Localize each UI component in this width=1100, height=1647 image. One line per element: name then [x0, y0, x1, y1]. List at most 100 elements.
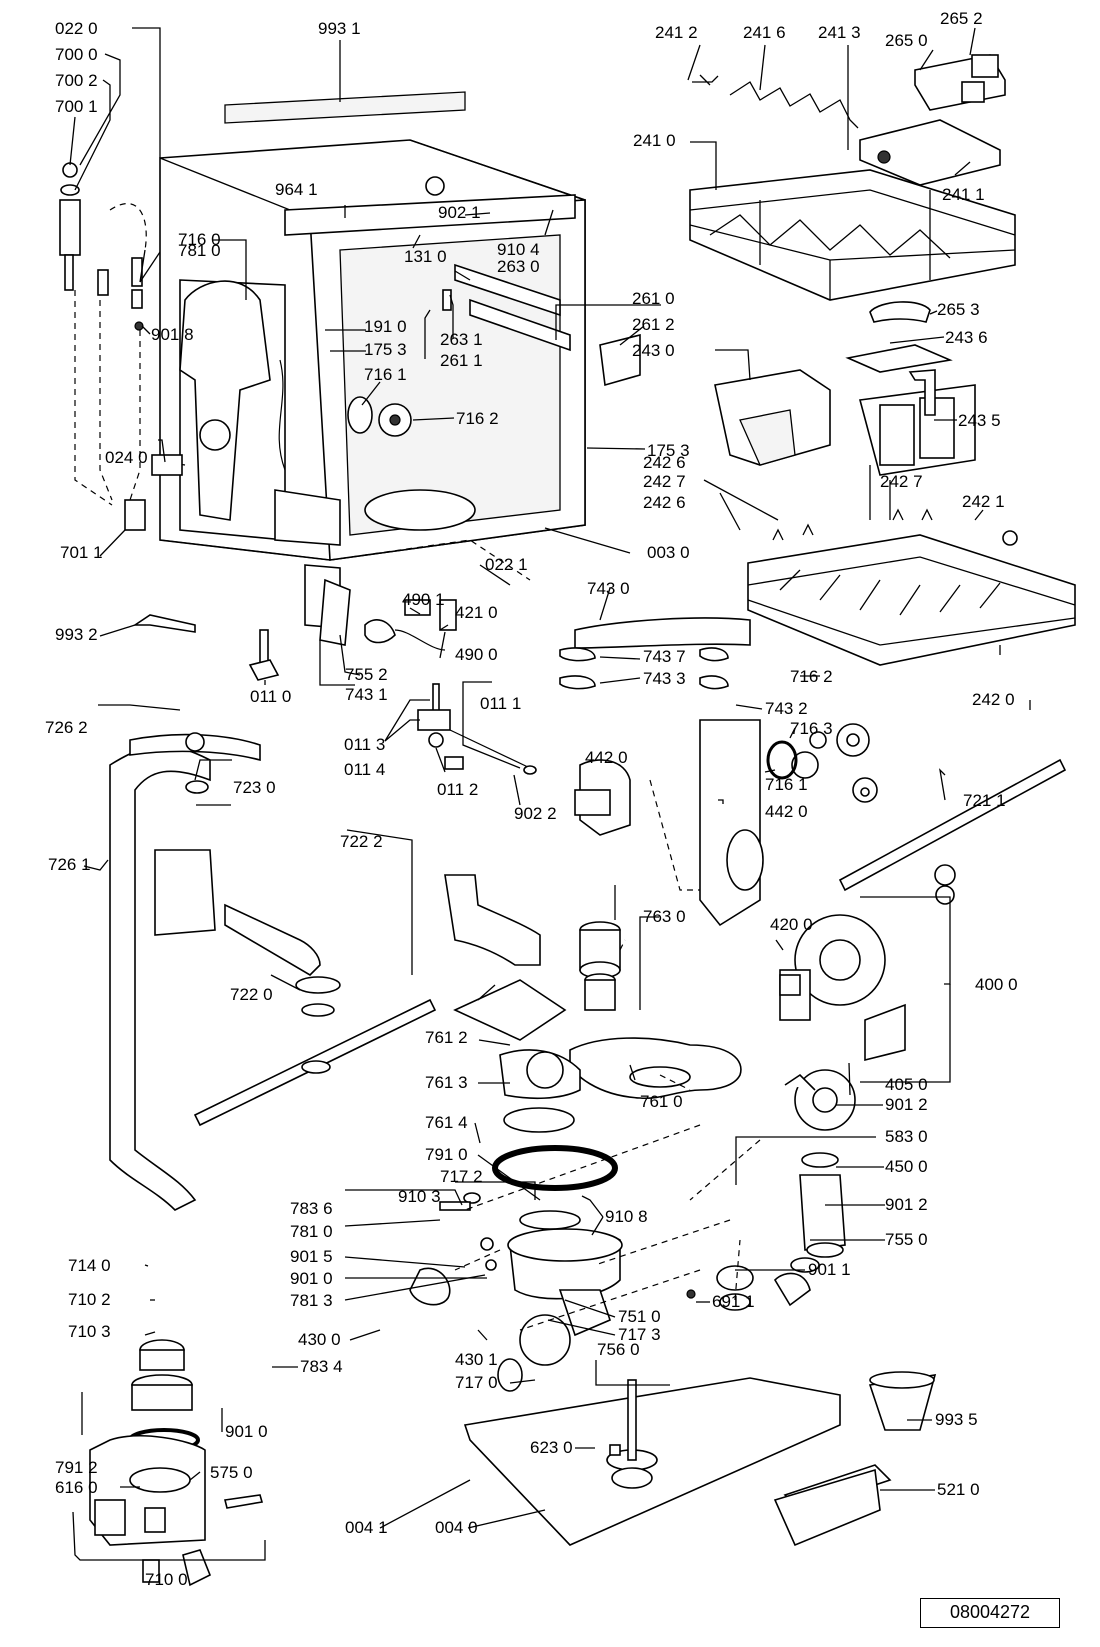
part-label: 726 2: [45, 718, 88, 737]
part-label: 265 0: [885, 31, 928, 50]
part-label: 430 1: [455, 1350, 498, 1369]
part-label: 243 5: [958, 411, 1001, 430]
part-label: 490 0: [455, 645, 498, 664]
part-label: 011 0: [250, 687, 291, 706]
part-label: 901 1: [808, 1260, 851, 1279]
part-label: 004 1: [345, 1518, 388, 1537]
part-label: 902 1: [438, 203, 481, 222]
base-plate-drawing: [59, 162, 937, 1547]
part-label: 756 0: [597, 1340, 640, 1359]
part-label: 761 0: [640, 1092, 683, 1111]
part-label: 442 0: [585, 748, 628, 767]
part-label: 743 1: [345, 685, 388, 704]
part-label: 700 1: [55, 97, 98, 116]
part-label: 726 1: [48, 855, 91, 874]
part-label: 901 5: [290, 1247, 333, 1266]
part-label: 716 1: [364, 365, 407, 384]
part-label: 910 8: [605, 1207, 648, 1226]
part-label: 701 1: [60, 543, 103, 562]
part-label: 011 2: [437, 780, 478, 799]
part-label: 993 5: [935, 1410, 978, 1429]
part-label: 175 3: [647, 441, 690, 460]
upper-basket-drawing: [689, 54, 1016, 323]
part-label: 243 6: [945, 328, 988, 347]
part-label: 011 3: [344, 735, 385, 754]
part-label: 575 0: [210, 1463, 253, 1482]
part-label: 616 0: [55, 1478, 98, 1497]
part-label: 743 2: [765, 699, 808, 718]
part-label: 242 0: [972, 690, 1015, 709]
part-label: 783 4: [300, 1357, 343, 1376]
part-label: 710 2: [68, 1290, 111, 1309]
part-label: 716 3: [790, 719, 833, 738]
part-label: 263 1: [440, 330, 483, 349]
part-label: 241 1: [942, 185, 985, 204]
part-label: 420 0: [770, 915, 813, 934]
part-label: 011 4: [344, 760, 385, 779]
part-label: 261 0: [632, 289, 675, 308]
part-label: 717 2: [440, 1167, 483, 1186]
part-label: 761 3: [425, 1073, 468, 1092]
part-label: 910 4: [497, 240, 540, 259]
part-label: 011 1: [480, 694, 521, 713]
part-label: 241 2: [655, 23, 698, 42]
filter-sump-drawing: [492, 921, 742, 1392]
part-label: 721 1: [963, 791, 1006, 810]
part-label: 700 0: [55, 45, 98, 64]
part-label: 241 6: [743, 23, 786, 42]
part-label: 265 3: [937, 300, 980, 319]
part-label: 910 3: [398, 1187, 441, 1206]
part-label: 722 0: [230, 985, 273, 1004]
part-label: 241 3: [818, 23, 861, 42]
part-label: 242 6: [643, 493, 686, 512]
part-label: 241 0: [633, 131, 676, 150]
part-label: 242 6: [643, 453, 686, 472]
lower-basket-drawing: [747, 508, 1076, 666]
part-label: 716 0: [178, 230, 221, 249]
part-label: 781 0: [290, 1222, 333, 1241]
part-label: 710 0: [145, 1570, 188, 1589]
part-label: 901 0: [225, 1422, 268, 1441]
part-label: 263 0: [497, 257, 540, 276]
pump-motor-drawing: [716, 914, 906, 1311]
dishwasher-tub-drawing: [151, 91, 641, 646]
part-label: 902 2: [514, 804, 557, 823]
part-label: 521 0: [937, 1480, 980, 1499]
part-label: 717 3: [618, 1325, 661, 1344]
part-label: 442 0: [765, 802, 808, 821]
part-label: 400 0: [975, 975, 1018, 994]
part-label: 243 0: [632, 341, 675, 360]
part-label: 791 0: [425, 1145, 468, 1164]
part-label: 022 1: [485, 555, 528, 574]
part-label: 405 0: [885, 1075, 928, 1094]
part-label: 781 0: [178, 241, 221, 260]
part-label: 743 7: [643, 647, 686, 666]
water-softener-drawing: [89, 1339, 264, 1587]
part-label: 691 1: [712, 1292, 755, 1311]
part-label: 723 0: [233, 778, 276, 797]
part-label: 450 0: [885, 1157, 928, 1176]
part-label: 583 0: [885, 1127, 928, 1146]
part-label: 623 0: [530, 1438, 573, 1457]
part-label: 763 0: [643, 907, 686, 926]
part-label: 716 2: [456, 409, 499, 428]
part-label: 716 1: [765, 775, 808, 794]
part-label: 993 1: [318, 19, 361, 38]
part-label: 490 1: [402, 590, 445, 609]
part-label: 743 0: [587, 579, 630, 598]
part-label: 421 0: [455, 603, 498, 622]
part-labels: 022 0 993 1 700 0 700 2 700 1 241 2 241 …: [45, 9, 1018, 1589]
part-label: 717 0: [455, 1373, 498, 1392]
part-label: 710 3: [68, 1322, 111, 1341]
part-label: 964 1: [275, 180, 318, 199]
part-label: 716 2: [790, 667, 833, 686]
part-label: 265 2: [940, 9, 983, 28]
part-label: 901 2: [885, 1195, 928, 1214]
leader-lines: [69, 27, 1031, 1561]
part-label: 242 1: [962, 492, 1005, 511]
part-label: 743 3: [643, 669, 686, 688]
part-label: 430 0: [298, 1330, 341, 1349]
part-label: 901 0: [290, 1269, 333, 1288]
document-number: 08004272: [920, 1598, 1060, 1628]
part-label: 755 2: [345, 665, 388, 684]
